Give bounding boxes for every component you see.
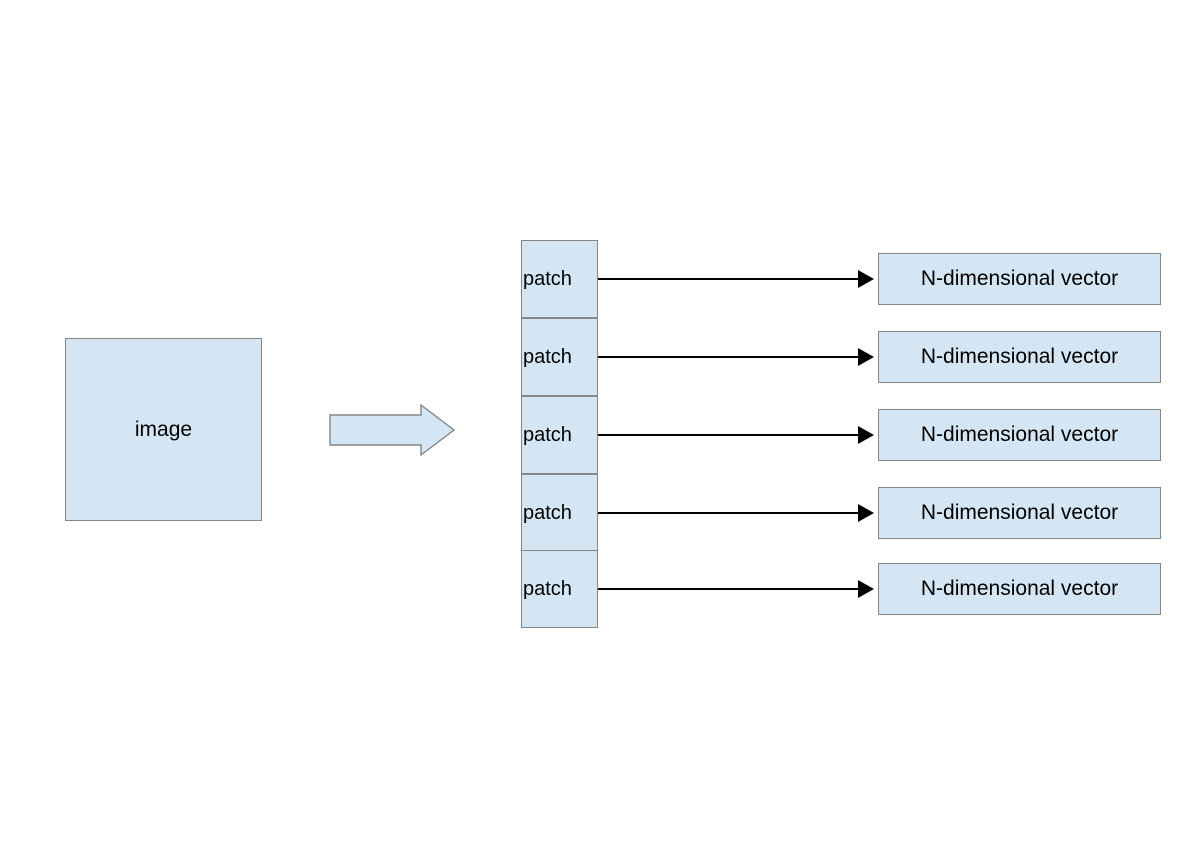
patch-node-2[interactable]: patch	[521, 318, 598, 396]
patch-node-5[interactable]: patch	[521, 550, 598, 628]
connector-arrowhead-2	[858, 348, 874, 366]
vector-node-4[interactable]: N-dimensional vector	[878, 487, 1161, 539]
image-node-label: image	[134, 417, 193, 441]
connector-line-2	[598, 356, 858, 358]
patch-node-3[interactable]: patch	[521, 396, 598, 474]
patch-node-4[interactable]: patch	[521, 474, 598, 552]
vector-node-1[interactable]: N-dimensional vector	[878, 253, 1161, 305]
connector-arrowhead-4	[858, 504, 874, 522]
connector-line-1	[598, 278, 858, 280]
patch-node-1[interactable]: patch	[521, 240, 598, 318]
vector-node-label: N-dimensional vector	[920, 267, 1119, 291]
vector-node-5[interactable]: N-dimensional vector	[878, 563, 1161, 615]
vector-node-label: N-dimensional vector	[920, 577, 1119, 601]
vector-node-label: N-dimensional vector	[920, 501, 1119, 525]
vector-node-3[interactable]: N-dimensional vector	[878, 409, 1161, 461]
connector-line-3	[598, 434, 858, 436]
patch-node-label: patch	[523, 346, 572, 368]
connector-arrowhead-1	[858, 270, 874, 288]
block-arrow-icon	[329, 404, 455, 456]
connector-line-5	[598, 588, 858, 590]
patch-node-label: patch	[523, 424, 572, 446]
connector-arrowhead-5	[858, 580, 874, 598]
vector-node-2[interactable]: N-dimensional vector	[878, 331, 1161, 383]
patch-node-label: patch	[523, 502, 572, 524]
vector-node-label: N-dimensional vector	[920, 345, 1119, 369]
vector-node-label: N-dimensional vector	[920, 423, 1119, 447]
image-node[interactable]: image	[65, 338, 262, 521]
patch-node-label: patch	[523, 268, 572, 290]
connector-line-4	[598, 512, 858, 514]
connector-arrowhead-3	[858, 426, 874, 444]
patch-node-label: patch	[523, 578, 572, 600]
